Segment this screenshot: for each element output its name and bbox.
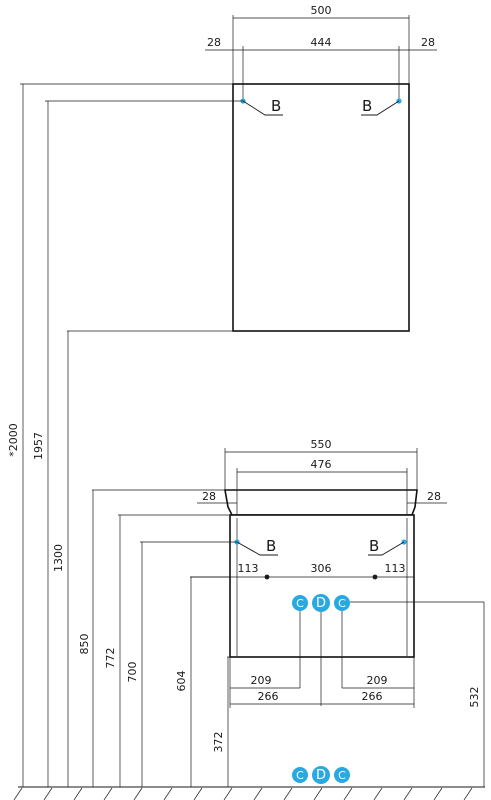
- mount-hole-icon: [264, 574, 270, 580]
- floor-hatching: [13, 787, 473, 800]
- floor-connections: C D C: [292, 766, 350, 784]
- mount-hole-icon: [372, 574, 378, 580]
- connection-label: C: [338, 597, 346, 610]
- pipe-right-2: 266: [362, 690, 383, 703]
- floor: [13, 786, 485, 800]
- pipe-right-1: 209: [367, 674, 388, 687]
- pipe-left-1: 209: [251, 674, 272, 687]
- height-850: 850: [78, 634, 91, 655]
- upper-connections: C D C: [292, 594, 484, 706]
- vanity-width-inner: 476: [311, 458, 332, 471]
- vanity-fixture-label-right: B: [369, 537, 379, 555]
- fixture-label-left: B: [271, 97, 281, 115]
- vanity-side-right: 28: [427, 490, 441, 503]
- height-2000: *2000: [7, 423, 20, 457]
- fixture-label-right: B: [362, 97, 372, 115]
- connection-d-icon: [312, 766, 330, 784]
- mount-offset-right: 113: [385, 562, 406, 575]
- connection-d-icon: [312, 594, 330, 612]
- connection-label: C: [338, 769, 346, 782]
- connection-label: D: [316, 596, 326, 611]
- vanity-side-left: 28: [202, 490, 216, 503]
- vanity-fixture-label-left: B: [266, 537, 276, 555]
- height-772: 772: [104, 648, 117, 669]
- washbasin: [224, 489, 418, 516]
- connection-c-icon: [292, 595, 308, 611]
- pipe-left-2: 266: [258, 690, 279, 703]
- cabinet-width-dimensions: 500 444 28 28: [205, 4, 437, 100]
- connection-c-icon: [292, 767, 308, 783]
- cabinet-side-right: 28: [421, 36, 435, 49]
- height-dimensions: *2000 1957 1300 850 772 700 604 372 532: [7, 83, 485, 787]
- mounting-dimensions: 113 306 113: [190, 562, 414, 580]
- height-372: 372: [212, 732, 225, 753]
- connection-label: D: [316, 768, 326, 783]
- vanity-cabinet: [229, 514, 415, 658]
- connection-label: C: [296, 769, 304, 782]
- height-1300: 1300: [52, 544, 65, 572]
- connection-c-icon: [334, 767, 350, 783]
- cabinet-width-overall: 500: [311, 4, 332, 17]
- height-700: 700: [126, 662, 139, 683]
- mount-center-distance: 306: [311, 562, 332, 575]
- cabinet-side-left: 28: [207, 36, 221, 49]
- vanity-width-dimensions: 550 476 28 28: [197, 438, 447, 515]
- vanity-fixings: B B: [234, 537, 407, 556]
- height-1957: 1957: [32, 432, 45, 460]
- height-604: 604: [175, 671, 188, 692]
- cabinet-width-inner: 444: [311, 36, 332, 49]
- connection-label: C: [296, 597, 304, 610]
- vanity-width-overall: 550: [311, 438, 332, 451]
- height-532: 532: [468, 687, 481, 708]
- wall-cabinet: [232, 83, 410, 332]
- connection-c-icon: [334, 595, 350, 611]
- cabinet-fixings: B B: [240, 97, 402, 116]
- mount-offset-left: 113: [238, 562, 259, 575]
- pipe-dimensions: 209 209 266 266: [229, 657, 415, 708]
- vanity-unit: [224, 489, 418, 658]
